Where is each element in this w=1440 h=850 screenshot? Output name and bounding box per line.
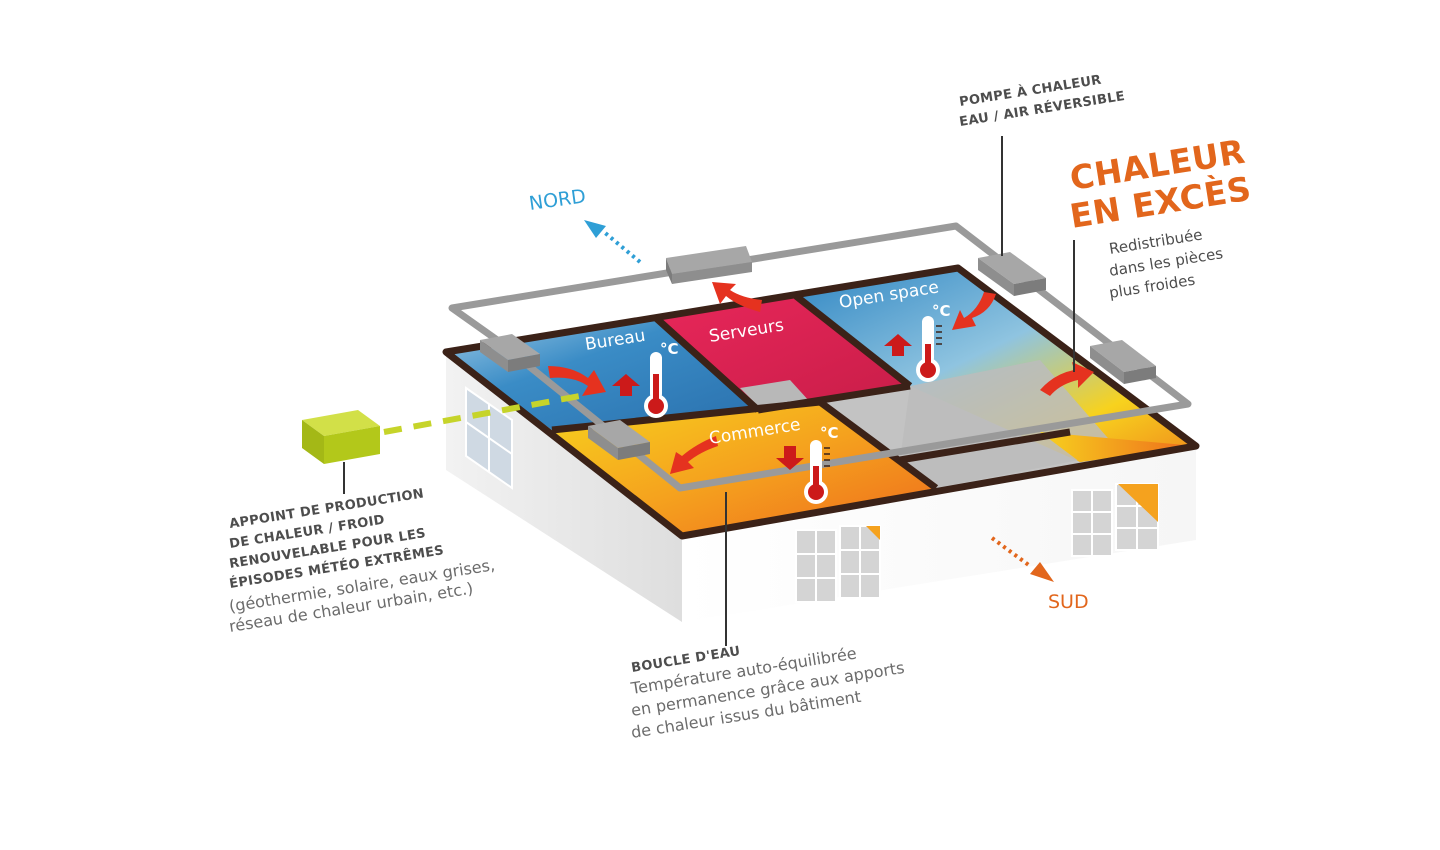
indicator-open-space-up [884,334,912,356]
heat-pump-unit-east [1090,340,1156,384]
degree-label-open-space: °C [932,302,951,320]
water-loop-pipe [448,222,1192,492]
south-arrow-icon [1030,562,1054,582]
room-open-space-area [796,268,1196,462]
thermometer-bureau [644,352,668,418]
backup-supply-line [383,393,581,435]
backup-unit-icon [302,410,380,464]
heat-pump-unit-northeast [978,252,1046,296]
arrow-excess-heat [1040,362,1094,396]
thermometer-open-space [916,316,942,382]
north-label: NORD [528,185,588,215]
room-serveurs-area [656,296,910,410]
indicator-commerce-down [776,446,804,470]
heat-pump-unit-south [588,420,650,460]
indicator-bureau-up [612,374,640,396]
arrow-bureau-in [548,366,606,396]
heat-flow-arrows [548,282,1094,474]
heat-pump-unit-north [666,246,752,284]
thermometer-commerce [804,440,830,504]
degree-label-commerce: °C [820,424,839,442]
front-wall-window-1 [795,525,881,603]
degree-label-bureau: °C [660,340,679,358]
compass-north: NORD [528,185,642,264]
building-walls [446,352,1196,622]
compass-south: SUD [990,536,1089,613]
arrow-commerce-out [670,436,718,474]
north-arrow-icon [584,220,606,238]
thermometers [644,316,942,504]
arrow-open-space-in [952,292,996,330]
heat-pump-units [480,246,1156,460]
front-wall-window-2 [1071,483,1159,557]
room-commerce-area [552,402,936,536]
south-floor-strip [1040,432,1196,462]
heat-pump-unit-west [480,334,540,372]
arrow-serveurs-out [712,282,762,312]
open-space-floor [900,360,1120,488]
south-label: SUD [1048,591,1089,613]
room-serveurs-floor [740,380,810,408]
backup-production-callout: APPOINT DE PRODUCTION DE CHALEUR / FROID… [228,393,581,636]
